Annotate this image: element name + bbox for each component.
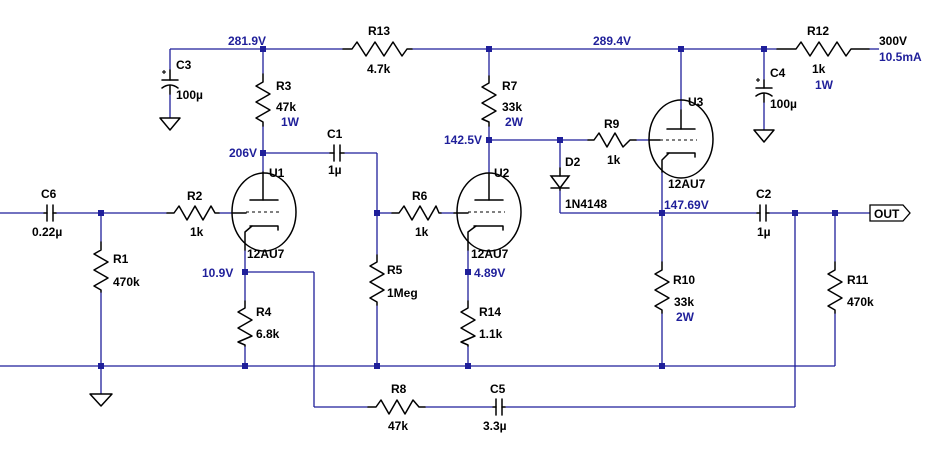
label-c6-ref: C6: [41, 187, 57, 201]
label-r9-value: 1k: [607, 153, 621, 167]
supply-current: 10.5mA: [879, 50, 922, 64]
label-r12-ref: R12: [807, 24, 829, 38]
label-r4-value: 6.8k: [256, 327, 280, 341]
label-r1-ref: R1: [113, 252, 129, 266]
resistor-r12: [776, 41, 870, 57]
resistor-r9: [587, 132, 637, 148]
label-u1-value: 12AU7: [247, 247, 285, 261]
label-r10-rating: 2W: [676, 310, 695, 324]
label-r12-rating: 1W: [815, 78, 834, 92]
resistor-r14: [460, 300, 476, 347]
label-c1-value: 1µ: [328, 163, 342, 177]
capacitor-c4: [755, 78, 773, 103]
resistor-r8: [367, 399, 426, 415]
label-r2-ref: R2: [187, 189, 203, 203]
label-c5-value: 3.3µ: [483, 419, 507, 433]
label-c4-value: 100µ: [770, 97, 797, 111]
label-r13-value: 4.7k: [367, 62, 391, 76]
resistor-r4: [237, 300, 253, 347]
label-r5-value: 1Meg: [387, 286, 418, 300]
resistor-r13: [342, 41, 413, 57]
capacitor-c5: [492, 398, 506, 416]
label-c4-ref: C4: [770, 66, 786, 80]
capacitor-c6: [43, 204, 57, 222]
label-r11-value: 470k: [847, 295, 874, 309]
label-c5-ref: C5: [490, 382, 506, 396]
voltage-147-69: 147.69V: [664, 198, 709, 212]
label-r3-value: 47k: [276, 100, 296, 114]
voltage-142-5: 142.5V: [444, 133, 482, 147]
label-r14-value: 1.1k: [479, 327, 503, 341]
resistor-r1: [93, 241, 109, 293]
label-r10-value: 33k: [674, 295, 694, 309]
voltage-281-9: 281.9V: [228, 34, 266, 48]
tube-u1: [231, 171, 297, 252]
wires: [0, 48, 879, 408]
ground-symbol-c4: [753, 129, 775, 143]
label-u3-ref: U3: [688, 95, 704, 109]
resistor-r10: [654, 261, 670, 314]
label-c3-ref: C3: [176, 58, 192, 72]
label-u3-value: 12AU7: [668, 177, 706, 191]
resistor-r6: [391, 205, 442, 221]
voltage-289-4: 289.4V: [593, 34, 631, 48]
label-r14-ref: R14: [479, 305, 501, 319]
label-c6-value: 0.22µ: [32, 225, 62, 239]
label-c3-value: 100µ: [176, 88, 203, 102]
label-r5-ref: R5: [387, 263, 403, 277]
resistor-r5: [369, 254, 385, 306]
label-r13-ref: R13: [368, 24, 390, 38]
label-r8-value: 47k: [388, 419, 408, 433]
label-r6-value: 1k: [415, 225, 429, 239]
label-c1-ref: C1: [327, 127, 343, 141]
label-r2-value: 1k: [190, 225, 204, 239]
label-r11-ref: R11: [847, 273, 869, 287]
label-r9-ref: R9: [604, 117, 620, 131]
label-u2-value: 12AU7: [471, 247, 509, 261]
voltage-206: 206V: [229, 146, 257, 160]
capacitor-c2: [756, 204, 770, 222]
label-r12-value: 1k: [812, 62, 826, 76]
label-r4-ref: R4: [256, 305, 272, 319]
label-r8-ref: R8: [391, 382, 407, 396]
voltage-10-9: 10.9V: [202, 266, 233, 280]
diode-d2: [549, 167, 571, 191]
output-port: [869, 204, 911, 222]
output-port-label: OUT: [874, 207, 900, 221]
label-c2-value: 1µ: [757, 225, 771, 239]
label-u1-ref: U1: [269, 166, 285, 180]
tube-u3: [648, 99, 714, 179]
resistor-r2: [166, 205, 220, 221]
voltage-4-89: 4.89V: [474, 266, 505, 280]
junctions: [98, 46, 838, 369]
resistor-r7: [481, 75, 497, 127]
label-d2-value: 1N4148: [565, 197, 607, 211]
ground-symbol-main: [89, 393, 113, 407]
label-c2-ref: C2: [756, 187, 772, 201]
label-r3-rating: 1W: [281, 115, 300, 129]
label-r7-value: 33k: [502, 100, 522, 114]
label-r7-ref: R7: [502, 79, 518, 93]
capacitor-c3: [161, 69, 179, 95]
label-d2-ref: D2: [565, 155, 581, 169]
label-r6-ref: R6: [412, 189, 428, 203]
ground-symbol-c3: [159, 117, 181, 131]
capacitor-c1: [329, 144, 345, 162]
label-r1-value: 470k: [113, 275, 140, 289]
tube-u2: [453, 172, 522, 252]
resistor-r11: [827, 261, 843, 314]
label-r3-ref: R3: [276, 79, 292, 93]
resistor-r3: [255, 73, 271, 127]
label-r7-rating: 2W: [505, 115, 524, 129]
supply-voltage: 300V: [879, 34, 907, 48]
label-u2-ref: U2: [494, 166, 510, 180]
label-r10-ref: R10: [673, 273, 695, 287]
